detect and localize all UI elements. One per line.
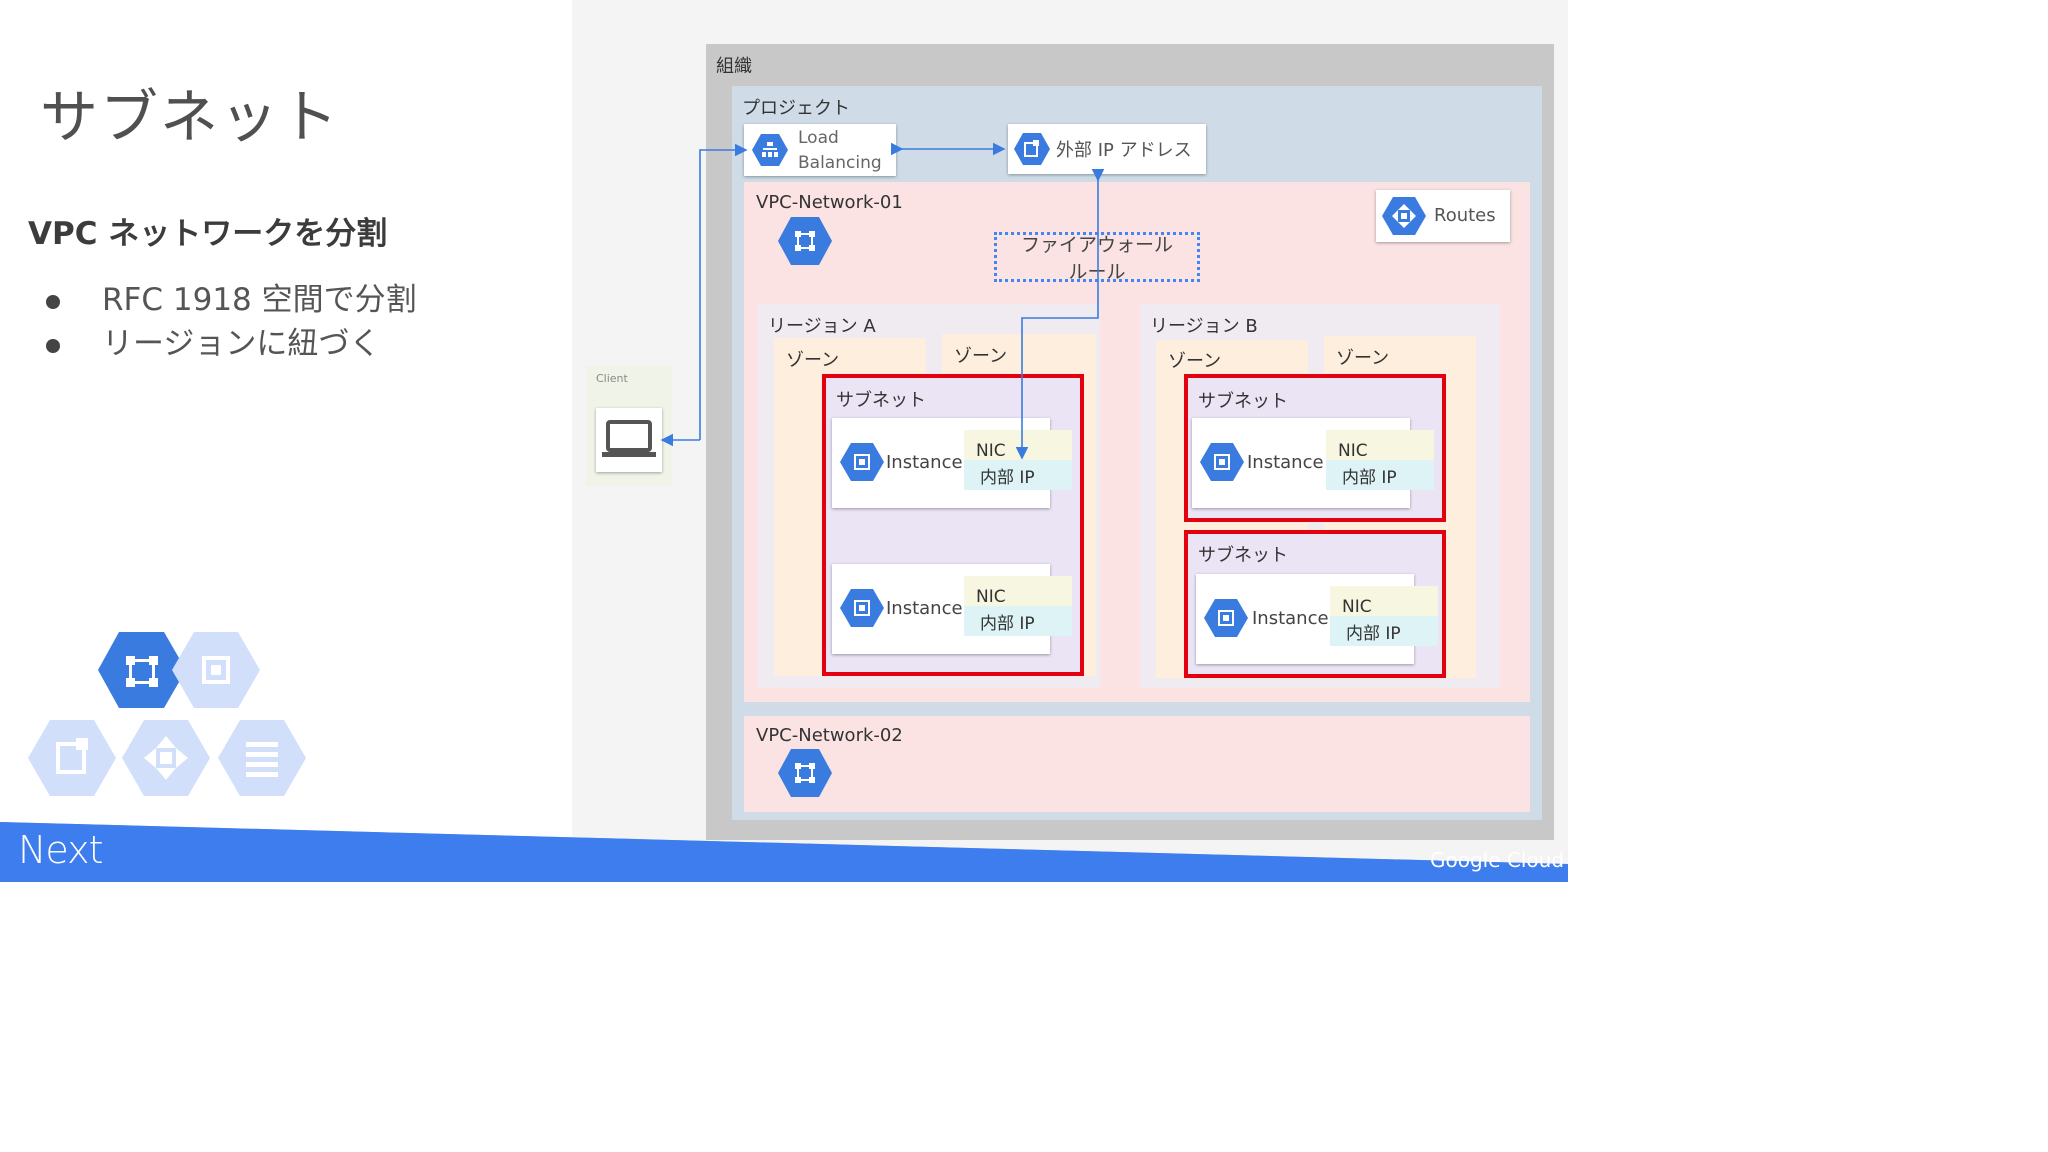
routes-label: Routes (1434, 205, 1496, 226)
zone-label: ゾーン (954, 346, 1008, 367)
bullet-text: リージョンに紐づく (102, 326, 381, 362)
nic-box (964, 576, 1072, 606)
vpc-network-01-icon (778, 217, 832, 265)
instance-label: Instance (886, 452, 963, 473)
instance-label: Instance (1252, 608, 1329, 629)
subnet-label: サブネット (1198, 545, 1288, 566)
zone-label: ゾーン (1168, 351, 1222, 372)
connector-lines (660, 142, 1105, 460)
bullet-item: リージョンに紐づく (46, 318, 380, 363)
vpc-network-02-icon (778, 749, 832, 797)
compute-instance-icon (840, 443, 884, 481)
firewall-hex-icon (218, 720, 306, 796)
external-ip-hex-icon (28, 720, 116, 796)
instance-label: Instance (886, 598, 963, 619)
nic-box (1326, 430, 1434, 460)
compute-instance-icon (840, 589, 884, 627)
load-balancing-label-line1: Load (798, 128, 839, 148)
zone-label: ゾーン (1336, 348, 1390, 369)
internal-ip-box (964, 606, 1072, 636)
client-label: Client (596, 372, 628, 385)
google-cloud-logo: Google Cloud (1430, 848, 1565, 872)
laptop-icon (602, 420, 656, 457)
slide-title: サブネット (40, 83, 341, 151)
internal-ip-box (1326, 460, 1434, 490)
internal-ip-label: 内部 IP (980, 614, 1035, 634)
external-ip-icon (1014, 133, 1050, 165)
external-ip-label: 外部 IP アドレス (1056, 140, 1192, 161)
compute-instance-icon (1204, 599, 1248, 637)
zone-label: ゾーン (786, 350, 840, 371)
region-b-label: リージョン B (1150, 316, 1258, 337)
internal-ip-label: 内部 IP (1342, 468, 1397, 488)
nic-label: NIC (976, 441, 1006, 461)
bullet-dot (46, 338, 60, 353)
compute-instance-icon (1200, 443, 1244, 481)
vpc-network-02-box (744, 716, 1530, 812)
next-logo: Next (18, 828, 104, 872)
vpc-network-hex-icon (98, 632, 186, 708)
bullet-item: RFC 1918 空間で分割 (46, 274, 417, 319)
bullet-text: RFC 1918 空間で分割 (102, 282, 417, 318)
vpc-network-01-label: VPC-Network-01 (756, 192, 903, 213)
nic-label: NIC (1342, 597, 1372, 617)
subnet-label: サブネット (1198, 391, 1288, 412)
footer-banner (0, 822, 1568, 882)
internal-ip-box (1330, 616, 1438, 646)
routes-icon (1382, 197, 1426, 235)
slide-subheading: VPC ネットワークを分割 (28, 216, 388, 252)
load-balancing-label: Load Balancing (798, 126, 882, 176)
internal-ip-label: 内部 IP (1346, 624, 1401, 644)
routes-hex-icon (122, 720, 210, 796)
project-label: プロジェクト (742, 98, 850, 119)
organization-label: 組織 (716, 56, 752, 77)
external-ip-to-nic-connector (1015, 168, 1105, 460)
vpc-network-02-label: VPC-Network-02 (756, 725, 903, 746)
internal-ip-box (964, 460, 1072, 490)
load-balancing-icon (752, 134, 788, 166)
client-to-lb-connector (699, 143, 748, 440)
nic-label: NIC (1338, 441, 1368, 461)
load-balancing-label-line2: Balancing (798, 153, 882, 173)
compute-hex-icon (172, 632, 260, 708)
instance-label: Instance (1247, 452, 1324, 473)
nic-box (1330, 586, 1438, 616)
subnet-label: サブネット (836, 390, 926, 411)
decorative-hex-cluster (28, 632, 306, 796)
internal-ip-label: 内部 IP (980, 468, 1035, 488)
bullet-dot (46, 294, 60, 309)
region-a-label: リージョン A (768, 316, 876, 337)
nic-label: NIC (976, 587, 1006, 607)
